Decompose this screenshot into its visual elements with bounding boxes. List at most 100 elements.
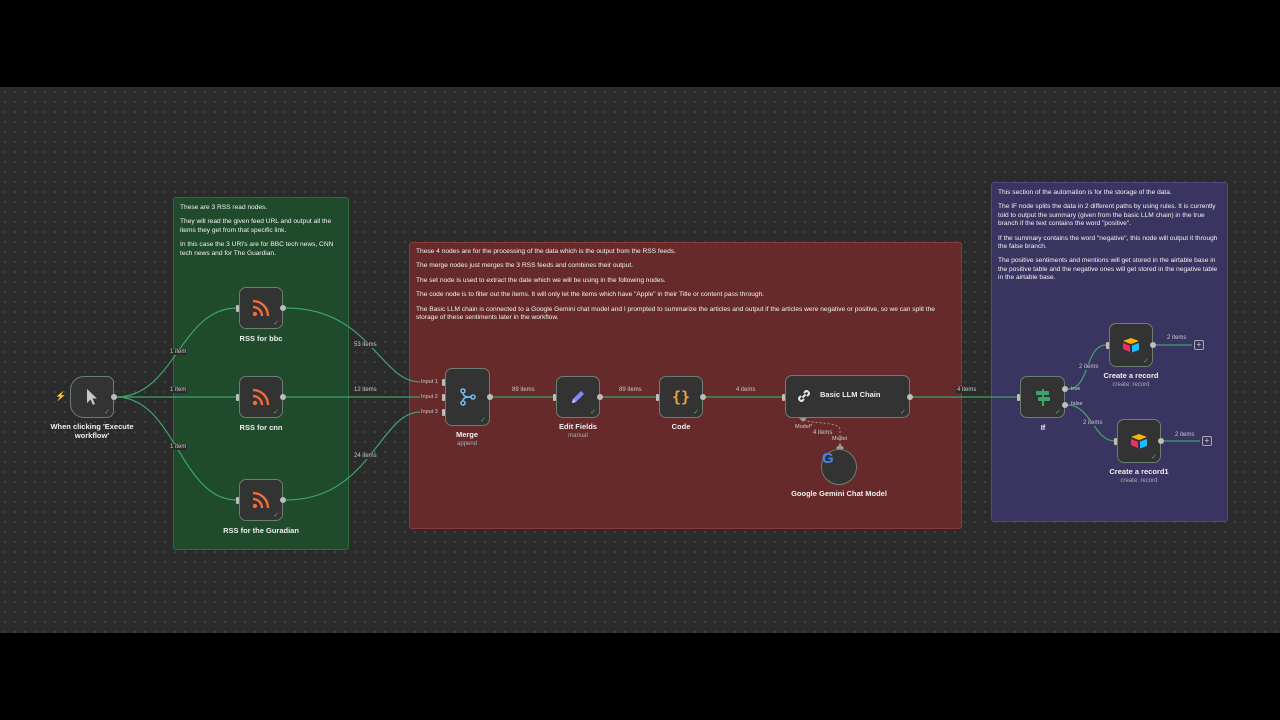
success-check-icon: ✓	[1143, 358, 1149, 365]
merge-label: Merge	[455, 430, 479, 439]
success-check-icon: ✓	[273, 409, 279, 416]
lightning-icon: ⚡	[55, 391, 67, 401]
edge-label-edit-code: 89 items	[618, 387, 643, 393]
note-processing-line-2: The merge nodes just merges the 3 RSS fe…	[416, 262, 633, 270]
if-true-handle[interactable]	[1062, 386, 1068, 392]
rss-bbc-node[interactable]: ✓	[239, 287, 283, 329]
edit-fields-node[interactable]: ✓	[556, 376, 600, 418]
merge-subtitle: append	[456, 441, 478, 447]
create2-output-handle[interactable]	[1158, 438, 1164, 444]
edge-label-cnn-merge: 12 items	[353, 387, 378, 393]
rss-bbc-label: RSS for bbc	[239, 334, 283, 343]
merge-input-2-label: Input 2	[421, 394, 438, 400]
edge-label-guardian-merge: 24 items	[353, 453, 378, 459]
rss-bbc-input[interactable]	[236, 305, 239, 312]
code-output-handle[interactable]	[700, 394, 706, 400]
edit-fields-label: Edit Fields	[559, 422, 597, 431]
merge-input-2[interactable]	[442, 394, 445, 401]
trigger-node[interactable]: ✓	[70, 376, 114, 418]
pencil-icon	[557, 377, 599, 417]
trigger-label: When clicking 'Execute workflow'	[50, 422, 134, 440]
rss-bbc-output-handle[interactable]	[280, 305, 286, 311]
if-input[interactable]	[1017, 394, 1020, 401]
note-processing-line-3: The set node is used to extract the date…	[416, 276, 666, 284]
rss-guardian-input[interactable]	[236, 497, 239, 504]
success-check-icon: ✓	[1151, 454, 1157, 461]
edge-label-bbc-merge: 53 items	[353, 342, 378, 348]
success-check-icon: ✓	[1055, 409, 1061, 416]
note-storage-line-3: If the summary contains the word "negati…	[998, 234, 1218, 251]
note-rss-line-2: They will read the given feed URL and ou…	[180, 218, 332, 234]
edit-fields-subtitle: manual	[568, 433, 588, 439]
merge-input-1-label: Input 1	[421, 379, 438, 385]
create-record1-subtitle: create: record	[1120, 478, 1158, 484]
code-node[interactable]: {} ✓	[659, 376, 703, 418]
rss-cnn-label: RSS for cnn	[239, 423, 283, 432]
note-rss-line-3: In this case the 3 URI's are for BBC tec…	[180, 241, 334, 257]
success-check-icon: ✓	[693, 409, 699, 416]
gemini-label: Google Gemini Chat Model	[791, 489, 887, 498]
if-false-handle[interactable]	[1062, 402, 1068, 408]
llm-input[interactable]	[782, 394, 785, 401]
note-storage-line-4: The positive sentiments and mentions wil…	[998, 257, 1218, 282]
merge-input-1[interactable]	[442, 379, 445, 386]
create-record-node[interactable]: ✓	[1109, 323, 1153, 367]
trigger-output-handle[interactable]	[111, 394, 117, 400]
merge-input-3[interactable]	[442, 409, 445, 416]
gemini-node[interactable]: G	[821, 449, 857, 485]
note-storage-line-2: The IF node splits the data in 2 differe…	[998, 203, 1216, 228]
create1-output-handle[interactable]	[1150, 342, 1156, 348]
add-node-button[interactable]: +	[1194, 340, 1204, 350]
if-true-label: true	[1071, 386, 1081, 392]
edge-label-if-true: 2 items	[1078, 364, 1100, 370]
success-check-icon: ✓	[273, 320, 279, 327]
airtable-icon	[1118, 420, 1160, 462]
basic-llm-chain-node[interactable]: Basic LLM Chain ✓	[785, 375, 910, 418]
rss-cnn-output-handle[interactable]	[280, 394, 286, 400]
rss-guardian-output-handle[interactable]	[280, 497, 286, 503]
rss-guardian-node[interactable]: ✓	[239, 479, 283, 521]
note-processing-line-5: The Basic LLM chain is connected to a Go…	[416, 305, 935, 322]
rss-cnn-input[interactable]	[236, 394, 239, 401]
airtable-icon	[1110, 324, 1152, 366]
create-record-subtitle: create: record	[1112, 382, 1150, 388]
create2-input[interactable]	[1114, 438, 1117, 445]
llm-model-port-label: Model*	[795, 424, 813, 430]
add-node-button[interactable]: +	[1202, 436, 1212, 446]
create1-input[interactable]	[1106, 342, 1109, 349]
create-record-label: Create a record	[1103, 371, 1159, 380]
code-label: Code	[671, 422, 691, 431]
note-processing-line-4: The code node is to filter out the items…	[416, 291, 765, 299]
edge-label-create1-out: 2 items	[1166, 335, 1188, 341]
sticky-note-storage[interactable]: This section of the automation is for th…	[991, 182, 1228, 522]
note-processing-line-1: These 4 nodes are for the processing of …	[416, 248, 676, 255]
success-check-icon: ✓	[590, 409, 596, 416]
edge-label-trigger-bbc: 1 item	[169, 349, 188, 355]
rss-guardian-label: RSS for the Guradian	[223, 526, 299, 535]
success-check-icon: ✓	[273, 512, 279, 519]
merge-output-handle[interactable]	[487, 394, 493, 400]
create-record1-node[interactable]: ✓	[1117, 419, 1161, 463]
create-record1-label: Create a record1	[1109, 467, 1169, 476]
google-icon: G	[822, 450, 834, 467]
bottom-letterbox	[0, 633, 1280, 720]
rss-cnn-node[interactable]: ✓	[239, 376, 283, 418]
if-label: If	[1040, 423, 1046, 432]
edit-output-handle[interactable]	[597, 394, 603, 400]
edge-label-trigger-cnn: 1 item	[169, 387, 188, 393]
edit-input[interactable]	[553, 394, 556, 401]
if-false-label: false	[1071, 401, 1083, 407]
rss-icon	[240, 377, 282, 417]
if-node[interactable]: ✓	[1020, 376, 1065, 418]
edge-label-merge-edit: 89 items	[511, 387, 536, 393]
success-check-icon: ✓	[900, 409, 906, 416]
llm-output-handle[interactable]	[907, 394, 913, 400]
code-input[interactable]	[656, 394, 659, 401]
signpost-icon	[1021, 377, 1064, 417]
basic-llm-chain-label: Basic LLM Chain	[820, 390, 881, 399]
merge-input-3-label: Input 3	[421, 409, 438, 415]
merge-node[interactable]: ✓	[445, 368, 490, 426]
rss-icon	[240, 288, 282, 328]
edge-label-create2-out: 2 items	[1174, 432, 1196, 438]
